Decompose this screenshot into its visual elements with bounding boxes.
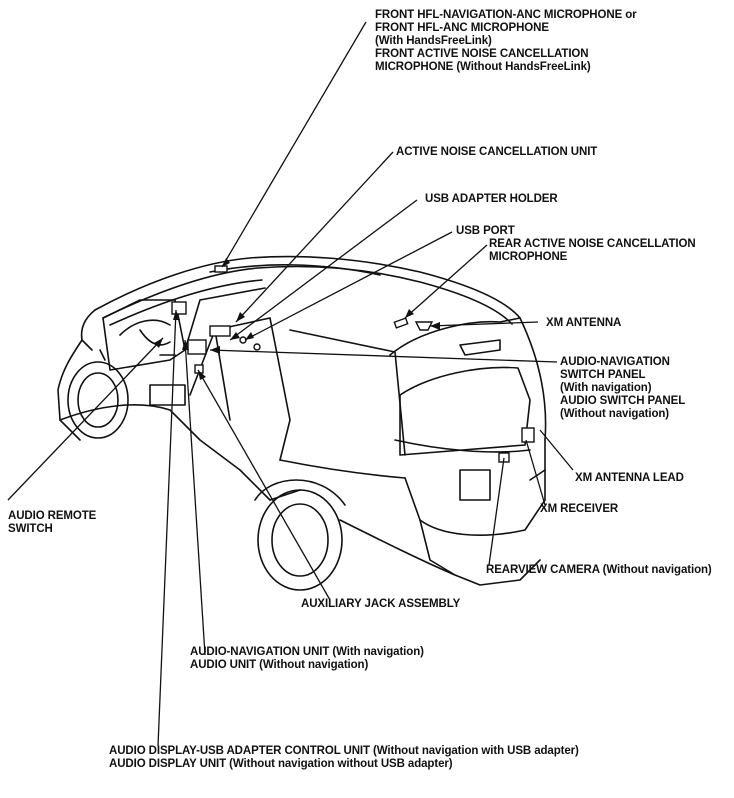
label-front-mic: FRONT HFL-NAVIGATION-ANC MICROPHONE or F… bbox=[375, 9, 637, 74]
label-anc-unit: ACTIVE NOISE CANCELLATION UNIT bbox=[396, 146, 597, 159]
label-front-mic-line3: (With HandsFreeLink) bbox=[375, 35, 492, 47]
audio-display-component bbox=[171, 301, 187, 315]
label-rear-mic-line2: MICROPHONE bbox=[489, 251, 568, 263]
label-audio-remote: AUDIO REMOTE SWITCH bbox=[8, 510, 96, 536]
label-audio-display: AUDIO DISPLAY-USB ADAPTER CONTROL UNIT (… bbox=[109, 745, 579, 771]
label-audio-nav-unit-line1: AUDIO-NAVIGATION UNIT (With navigation) bbox=[190, 646, 424, 658]
label-front-mic-line1: FRONT HFL-NAVIGATION-ANC MICROPHONE or bbox=[375, 9, 637, 21]
label-aux-jack-line1: AUXILIARY JACK ASSEMBLY bbox=[301, 598, 461, 610]
label-audio-display-line2: AUDIO DISPLAY UNIT (Without navigation w… bbox=[109, 758, 453, 770]
leader-xm-antenna bbox=[429, 321, 539, 327]
label-xm-lead-line1: XM ANTENNA LEAD bbox=[575, 472, 684, 484]
components bbox=[171, 265, 535, 463]
xm-antenna-component bbox=[414, 321, 434, 331]
leader-audio-nav-unit bbox=[184, 339, 206, 656]
label-xm-antenna: XM ANTENNA bbox=[546, 317, 621, 330]
label-aux-jack: AUXILIARY JACK ASSEMBLY bbox=[301, 598, 460, 611]
leader-xm-lead bbox=[539, 429, 574, 471]
leader-audio-remote bbox=[7, 337, 164, 501]
anc-unit-component bbox=[209, 325, 231, 337]
label-audio-remote-line2: SWITCH bbox=[8, 523, 53, 535]
label-usb-port-line1: USB PORT bbox=[456, 225, 515, 237]
label-xm-receiver: XM RECEIVER bbox=[540, 503, 618, 516]
leader-aux-jack bbox=[197, 369, 331, 601]
label-usb-port: USB PORT bbox=[456, 225, 515, 238]
label-rear-mic-line1: REAR ACTIVE NOISE CANCELLATION bbox=[489, 238, 696, 250]
label-audio-remote-line1: AUDIO REMOTE bbox=[8, 510, 97, 522]
label-front-mic-line2: FRONT HFL-ANC MICROPHONE bbox=[375, 22, 549, 34]
label-audio-display-line1: AUDIO DISPLAY-USB ADAPTER CONTROL UNIT (… bbox=[109, 745, 579, 757]
switch-panel-component bbox=[187, 339, 207, 355]
label-xm-lead: XM ANTENNA LEAD bbox=[575, 472, 684, 485]
label-rearview-camera-line1: REARVIEW CAMERA (Without navigation) bbox=[486, 564, 712, 576]
leader-usb-holder bbox=[229, 199, 418, 341]
leader-front-mic bbox=[221, 21, 367, 268]
label-usb-holder-line1: USB ADAPTER HOLDER bbox=[425, 193, 558, 205]
label-switch-panel: AUDIO-NAVIGATION SWITCH PANEL (With navi… bbox=[560, 356, 685, 421]
label-xm-receiver-line1: XM RECEIVER bbox=[540, 503, 619, 515]
arrowheads bbox=[154, 258, 440, 380]
label-switch-panel-line5: (Without navigation) bbox=[560, 408, 670, 420]
callout-lines bbox=[7, 21, 574, 747]
vehicle-outline bbox=[57, 255, 547, 591]
label-switch-panel-line2: SWITCH PANEL bbox=[560, 369, 646, 381]
usb-holder-component bbox=[253, 343, 261, 351]
leader-audio-display bbox=[157, 309, 177, 747]
label-front-mic-line5: MICROPHONE (Without HandsFreeLink) bbox=[375, 61, 591, 73]
leader-anc-unit bbox=[235, 151, 394, 323]
label-usb-holder: USB ADAPTER HOLDER bbox=[425, 193, 558, 206]
leader-xm-receiver bbox=[525, 439, 546, 506]
label-audio-nav-unit-line2: AUDIO UNIT (Without navigation) bbox=[190, 659, 369, 671]
label-front-mic-line4: FRONT ACTIVE NOISE CANCELLATION bbox=[375, 48, 589, 60]
label-switch-panel-line1: AUDIO-NAVIGATION bbox=[560, 356, 670, 368]
front-mic-component bbox=[214, 265, 228, 273]
leader-rear-mic bbox=[404, 244, 488, 319]
xm-receiver-component bbox=[521, 427, 535, 443]
label-anc-unit-line1: ACTIVE NOISE CANCELLATION UNIT bbox=[396, 146, 598, 158]
rear-mic-component bbox=[393, 317, 409, 329]
leader-rearview-camera bbox=[488, 457, 505, 566]
label-xm-antenna-line1: XM ANTENNA bbox=[546, 317, 622, 329]
label-rearview-camera: REARVIEW CAMERA (Without navigation) bbox=[486, 564, 712, 577]
leader-switch-panel bbox=[209, 349, 558, 363]
label-switch-panel-line3: (With navigation) bbox=[560, 382, 652, 394]
label-rear-mic: REAR ACTIVE NOISE CANCELLATION MICROPHON… bbox=[489, 238, 696, 264]
label-audio-nav-unit: AUDIO-NAVIGATION UNIT (With navigation) … bbox=[190, 646, 424, 672]
label-switch-panel-line4: AUDIO SWITCH PANEL bbox=[560, 395, 686, 407]
leader-usb-port bbox=[244, 231, 453, 341]
